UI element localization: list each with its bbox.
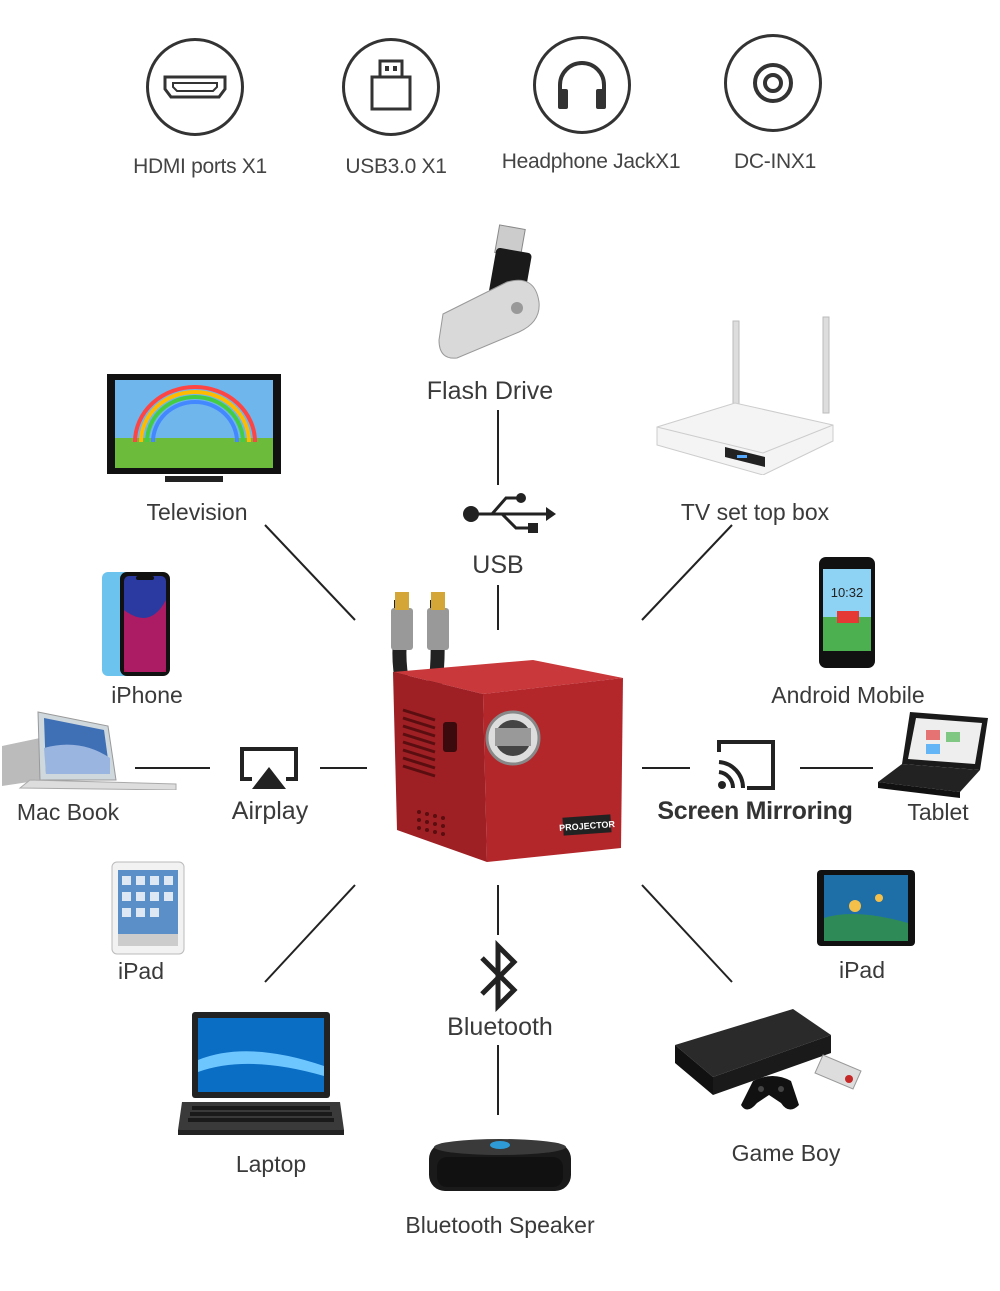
tv-box-label: TV set top box	[680, 499, 830, 525]
projector-brand-label: PROJECTOR	[559, 819, 616, 833]
flash-drive-label: Flash Drive	[426, 377, 554, 405]
line-tvbox-projector	[641, 524, 733, 621]
headphone-port-label: Headphone JackX1	[501, 150, 681, 173]
iphone-label: iPhone	[111, 682, 183, 708]
headphone-icon	[533, 36, 631, 134]
usb-port-icon	[342, 38, 440, 136]
dc-in-port-label: DC-INX1	[734, 150, 816, 173]
android-phone-image: 10:32	[819, 557, 875, 668]
usb-symbol-icon	[463, 493, 556, 533]
screen-mirroring-label: Screen Mirroring	[657, 797, 853, 825]
television-label: Television	[146, 499, 248, 525]
ipad-left-image	[111, 861, 185, 955]
line-tv-projector	[264, 524, 356, 621]
android-clock: 10:32	[831, 585, 864, 600]
tablet-label: Tablet	[907, 799, 969, 825]
usb-port-label: USB3.0 X1	[345, 155, 447, 178]
projector-image: PROJECTOR	[391, 592, 623, 862]
flash-drive-image	[438, 224, 540, 359]
android-label: Android Mobile	[771, 682, 925, 708]
bluetooth-label: Bluetooth	[447, 1013, 553, 1041]
line-projector-gameboy	[641, 884, 733, 983]
tablet-image	[878, 712, 988, 798]
hdmi-port-label: HDMI ports X1	[133, 155, 267, 178]
line-projector-laptop	[264, 884, 356, 983]
macbook-image	[2, 711, 177, 790]
television-image	[107, 374, 281, 482]
hdmi-port-icon	[146, 38, 244, 136]
bluetooth-icon	[480, 940, 518, 1012]
game-boy-label: Game Boy	[731, 1140, 841, 1166]
airplay-icon	[240, 747, 298, 789]
airplay-label: Airplay	[231, 797, 309, 825]
ipad-right-label: iPad	[838, 957, 886, 983]
game-console-image	[675, 1009, 862, 1110]
usb-label: USB	[472, 551, 524, 579]
macbook-label: Mac Book	[16, 799, 120, 825]
tv-box-image	[656, 316, 834, 475]
laptop-image	[178, 1012, 344, 1135]
screen-mirroring-icon	[717, 740, 775, 790]
bluetooth-speaker-label: Bluetooth Speaker	[405, 1212, 595, 1238]
bluetooth-speaker-image	[429, 1139, 571, 1191]
dc-in-icon	[724, 34, 822, 132]
iphone-image	[102, 572, 170, 676]
ipad-right-image	[817, 870, 915, 946]
ipad-left-label: iPad	[117, 958, 165, 984]
laptop-label: Laptop	[235, 1151, 307, 1177]
